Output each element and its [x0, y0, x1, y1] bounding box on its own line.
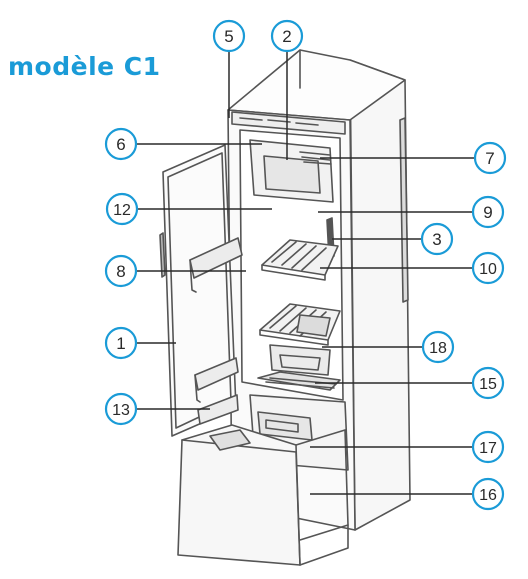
door-bin-lower: [194, 357, 239, 391]
callout-9: 9: [471, 195, 505, 229]
control-panel: [231, 111, 346, 135]
callout-number: 8: [116, 262, 125, 281]
callout-6: 6: [104, 127, 138, 161]
callout-1: 1: [104, 326, 138, 360]
callout-circle: [471, 366, 505, 400]
callout-number: 6: [116, 135, 125, 154]
callout-circle: [104, 392, 138, 426]
callout-circle: [473, 141, 507, 175]
callout-circle: [420, 222, 454, 256]
callout-circle: [212, 19, 246, 53]
crisper-drawer: [269, 344, 331, 376]
callout-17: 17: [471, 430, 505, 464]
shelf-upper: [261, 239, 339, 276]
callout-13: 13: [104, 392, 138, 426]
callout-8: 8: [104, 254, 138, 288]
callout-7: 7: [473, 141, 507, 175]
callout-15: 15: [471, 366, 505, 400]
callout-number: 18: [429, 340, 447, 357]
callout-circle: [105, 192, 139, 226]
callout-number: 2: [282, 27, 291, 46]
callout-circle: [104, 254, 138, 288]
callout-circle: [471, 251, 505, 285]
callout-5: 5: [212, 19, 246, 53]
callout-circle: [471, 477, 505, 511]
callout-circle: [471, 195, 505, 229]
callout-2: 2: [270, 19, 304, 53]
callout-18: 18: [421, 330, 455, 364]
door-bin-bottom: [197, 394, 239, 425]
callout-number: 15: [479, 376, 497, 393]
callout-circle: [104, 326, 138, 360]
callout-number: 13: [112, 402, 130, 419]
callout-number: 7: [485, 149, 494, 168]
callout-number: 16: [479, 487, 497, 504]
callout-circle: [471, 430, 505, 464]
callout-number: 1: [116, 334, 125, 353]
callout-16: 16: [471, 477, 505, 511]
callout-markers: 5 2 6 7 12 9 3 8 10 1 18 15 13 17 16: [104, 19, 507, 511]
callout-number: 17: [479, 440, 497, 457]
callout-circle: [270, 19, 304, 53]
callout-circle: [421, 330, 455, 364]
model-title: modèle C1: [8, 52, 161, 81]
callout-12: 12: [105, 192, 139, 226]
callout-3: 3: [420, 222, 454, 256]
callout-number: 9: [483, 203, 492, 222]
callout-number: 5: [224, 27, 233, 46]
leader-lines: [135, 52, 476, 495]
callout-number: 3: [432, 230, 441, 249]
callout-circle: [104, 127, 138, 161]
door-bin-upper: [189, 237, 243, 279]
callout-number: 10: [479, 261, 497, 278]
door: [162, 144, 237, 437]
callout-number: 12: [113, 202, 131, 219]
callout-10: 10: [471, 251, 505, 285]
